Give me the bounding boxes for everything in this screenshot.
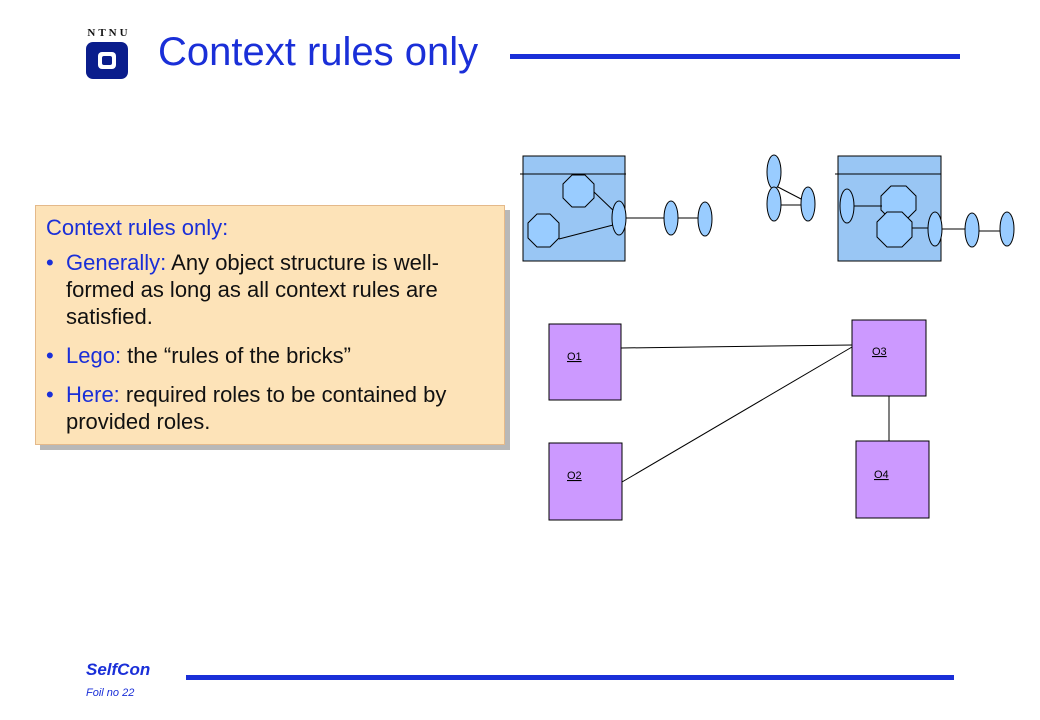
role-ellipse <box>839 188 855 224</box>
object-o2: O2 <box>548 442 623 521</box>
connector-o2-o3 <box>621 346 853 483</box>
bullet-item-here: • Here: required roles to be contained by… <box>46 381 494 435</box>
object-o1-box <box>548 323 622 401</box>
bullet-text: Any object structure is well-formed as l… <box>66 250 439 329</box>
role-ellipse <box>964 212 980 248</box>
object-o3-label: O3 <box>872 346 887 358</box>
role-ellipse <box>697 201 713 237</box>
bullet-key: Lego: <box>66 343 122 368</box>
bullet-key: Generally: <box>66 250 167 275</box>
object-o1: O1 <box>548 323 622 401</box>
bullet-text: the “rules of the bricks” <box>121 343 351 368</box>
bullet-item-lego: • Lego: the “rules of the bricks” <box>46 342 494 369</box>
octagon-shape <box>527 213 560 248</box>
connector-line <box>775 185 804 201</box>
role-ellipse <box>766 154 782 190</box>
bullet-key: Here: <box>66 382 120 407</box>
role-ellipse <box>611 200 627 236</box>
role-ellipse <box>766 186 782 222</box>
object-o1-label: O1 <box>567 351 582 363</box>
bullet-item-generally: • Generally: Any object structure is well… <box>46 249 494 330</box>
connector-line <box>558 223 618 240</box>
title-rule <box>510 54 960 59</box>
connector-o1-o3 <box>620 344 853 349</box>
object-o4-label: O4 <box>874 469 889 481</box>
object-o4: O4 <box>855 440 930 519</box>
octagon-shape <box>562 174 595 208</box>
ntnu-logo-text: NTNU <box>87 27 131 39</box>
footer-name: SelfCon <box>86 660 151 679</box>
object-o4-box <box>855 440 930 519</box>
role-ellipse <box>927 211 943 247</box>
component-left <box>520 155 713 262</box>
role-ellipse <box>800 186 816 222</box>
component-right <box>766 154 1015 262</box>
role-ellipse <box>663 200 679 236</box>
ntnu-logo-icon <box>86 42 128 79</box>
bullet-text: required roles to be contained by provid… <box>66 382 447 434</box>
role-ellipse <box>999 211 1015 247</box>
footer-foil-number: Foil no 22 <box>86 687 135 699</box>
object-o2-box <box>548 442 623 521</box>
object-o2-label: O2 <box>567 470 582 482</box>
context-rules-textbox: Context rules only: • Generally: Any obje… <box>35 205 505 445</box>
object-o3-box <box>851 319 927 397</box>
octagon-shape <box>876 211 913 248</box>
object-o3: O3 <box>851 319 927 397</box>
slide-title: Context rules only <box>158 30 479 74</box>
bullet-icon: • <box>46 382 54 407</box>
textbox-heading: Context rules only: <box>46 215 229 240</box>
bullet-icon: • <box>46 343 54 368</box>
footer-rule <box>186 675 954 680</box>
bullet-icon: • <box>46 250 54 275</box>
